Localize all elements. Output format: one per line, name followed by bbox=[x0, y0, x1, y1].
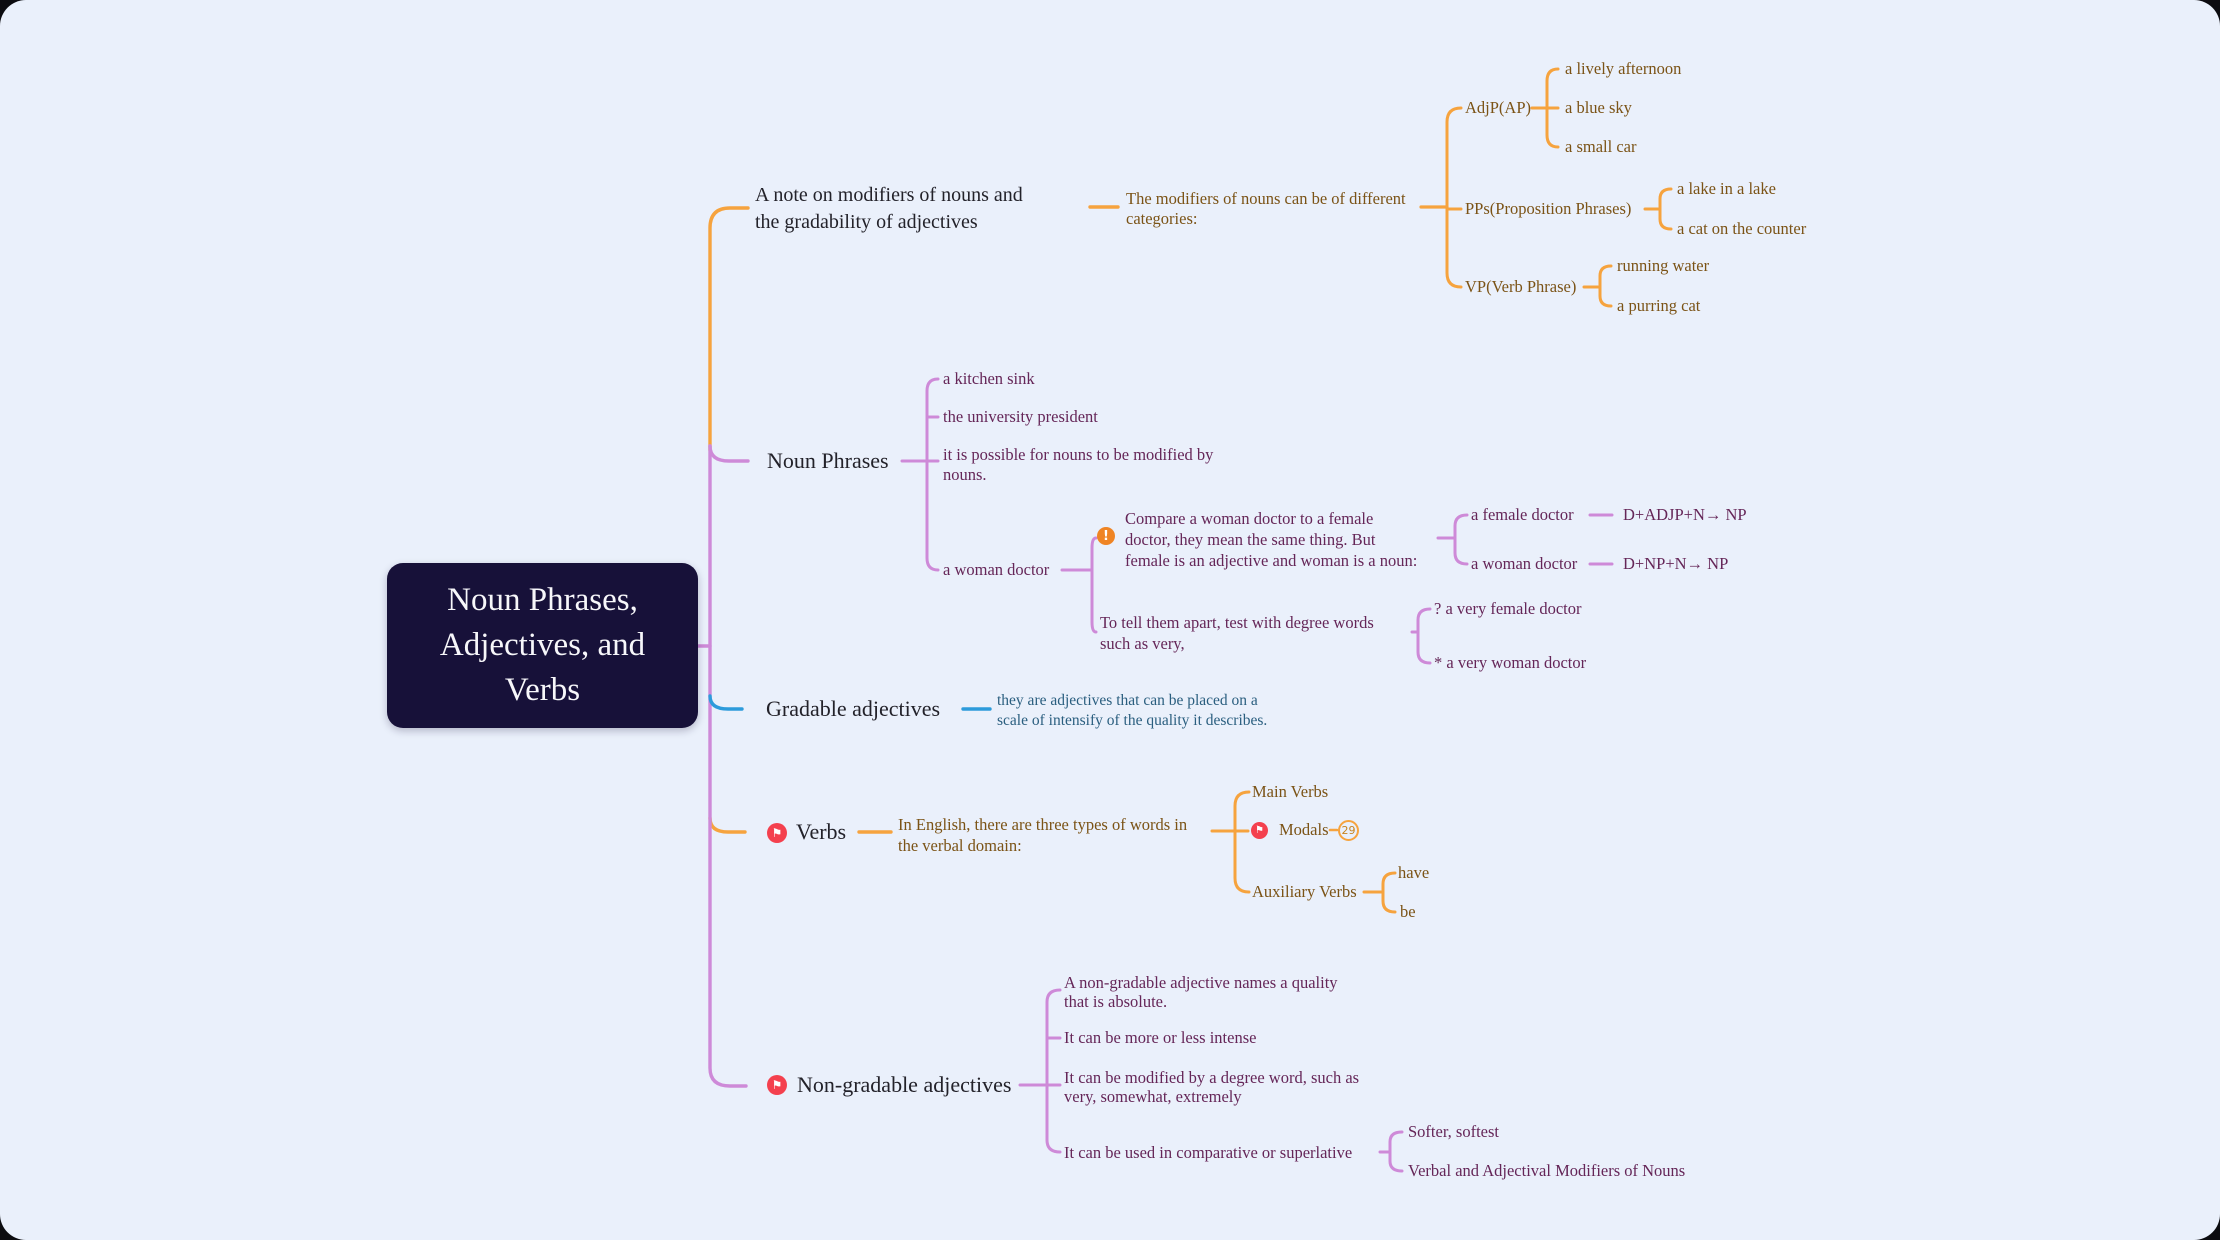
node-lake-in-lake[interactable]: a lake in a lake bbox=[1677, 179, 1776, 198]
root-node[interactable]: Noun Phrases, Adjectives, and Verbs bbox=[387, 563, 698, 728]
node-formula-adjp[interactable]: D+ADJP+N→ NP bbox=[1623, 505, 1747, 524]
node-verbal-adjectival-modifiers[interactable]: Verbal and Adjectival Modifiers of Nouns bbox=[1408, 1161, 1686, 1180]
node-adjp[interactable]: AdjP(AP) bbox=[1465, 98, 1532, 117]
node-nouns-modified-by-nouns[interactable]: it is possible for nouns to be modified … bbox=[943, 445, 1214, 484]
branch-verbs[interactable]: Verbs bbox=[796, 819, 847, 844]
node-compare-woman-female[interactable]: Compare a woman doctor to a female docto… bbox=[1125, 509, 1418, 570]
node-more-less-intense[interactable]: It can be more or less intense bbox=[1064, 1028, 1257, 1047]
node-modals[interactable]: Modals bbox=[1279, 820, 1329, 839]
node-lively-afternoon[interactable]: a lively afternoon bbox=[1565, 59, 1682, 78]
wire-nounphrases-elbow bbox=[708, 444, 750, 463]
node-gradable-definition[interactable]: they are adjectives that can be placed o… bbox=[997, 692, 1268, 729]
node-university-president[interactable]: the university president bbox=[943, 407, 1098, 426]
node-purring-cat[interactable]: a purring cat bbox=[1617, 296, 1701, 315]
wire-nounphrases-bracket bbox=[900, 377, 940, 572]
node-vp[interactable]: VP(Verb Phrase) bbox=[1465, 277, 1577, 296]
warning-icon: ! bbox=[1097, 527, 1115, 545]
node-woman-doctor-2[interactable]: a woman doctor bbox=[1471, 554, 1578, 573]
root-node-label: Noun Phrases, Adjectives, and Verbs bbox=[439, 582, 646, 708]
node-comparative-superlative[interactable]: It can be used in comparative or superla… bbox=[1064, 1143, 1353, 1162]
branch-gradable-adjectives[interactable]: Gradable adjectives bbox=[766, 696, 941, 721]
wire-spine-top bbox=[708, 206, 750, 452]
branch-noun-phrases[interactable]: Noun Phrases bbox=[767, 448, 889, 473]
node-kitchen-sink[interactable]: a kitchen sink bbox=[943, 369, 1035, 388]
wire-adjp-bracket bbox=[1530, 67, 1560, 149]
modals-count-badge[interactable]: 29 bbox=[1338, 820, 1359, 841]
node-woman-doctor[interactable]: a woman doctor bbox=[943, 560, 1050, 579]
wires-orange bbox=[708, 67, 1673, 914]
node-main-verbs[interactable]: Main Verbs bbox=[1252, 782, 1329, 801]
node-pps[interactable]: PPs(Proposition Phrases) bbox=[1465, 199, 1632, 218]
node-auxiliary-verbs[interactable]: Auxiliary Verbs bbox=[1252, 882, 1357, 901]
flag-glyph: ⚑ bbox=[771, 826, 783, 840]
wire-gradable-elbow bbox=[708, 694, 744, 711]
branch-non-gradable[interactable]: Non-gradable adjectives bbox=[797, 1072, 1012, 1097]
node-blue-sky[interactable]: a blue sky bbox=[1565, 98, 1632, 117]
wire-verbs-elbow bbox=[708, 816, 747, 834]
warning-glyph: ! bbox=[1103, 528, 1109, 544]
wires-blue bbox=[708, 694, 992, 711]
wires-orchid bbox=[696, 377, 1614, 1173]
node-softer-softest[interactable]: Softer, softest bbox=[1408, 1122, 1499, 1141]
flag-icon-verbs: ⚑ bbox=[767, 823, 787, 843]
node-three-types-verbal[interactable]: In English, there are three types of wor… bbox=[898, 815, 1188, 855]
node-tell-apart-degree-words[interactable]: To tell them apart, test with degree wor… bbox=[1100, 613, 1374, 653]
node-have[interactable]: have bbox=[1398, 863, 1430, 882]
node-small-car[interactable]: a small car bbox=[1565, 137, 1637, 156]
node-absolute-quality[interactable]: A non-gradable adjective names a quality… bbox=[1064, 973, 1338, 1011]
wire-vp-bracket bbox=[1582, 264, 1613, 308]
wire-totell-bracket bbox=[1410, 607, 1432, 665]
wire-spine-main bbox=[708, 444, 748, 1088]
node-formula-np[interactable]: D+NP+N→ NP bbox=[1623, 554, 1729, 573]
wire-verbs-bracket bbox=[1210, 790, 1251, 894]
wire-aux-bracket bbox=[1362, 871, 1397, 914]
wire-pps-bracket bbox=[1643, 187, 1673, 231]
flag-icon-non-gradable: ⚑ bbox=[767, 1075, 787, 1095]
flag-icon-modals: ⚑ bbox=[1251, 822, 1268, 839]
wire-categories-bracket bbox=[1445, 106, 1463, 289]
flag-glyph: ⚑ bbox=[1255, 825, 1264, 836]
node-very-woman-doctor[interactable]: * a very woman doctor bbox=[1434, 653, 1587, 672]
node-very-female-doctor[interactable]: ? a very female doctor bbox=[1434, 599, 1582, 618]
wire-superlative-bracket bbox=[1378, 1130, 1404, 1173]
branch-note-on-modifiers[interactable]: A note on modifiers of nouns and the gra… bbox=[755, 184, 1023, 233]
node-cat-on-counter[interactable]: a cat on the counter bbox=[1677, 219, 1807, 238]
node-female-doctor[interactable]: a female doctor bbox=[1471, 505, 1574, 524]
flag-glyph: ⚑ bbox=[771, 1078, 783, 1092]
node-be[interactable]: be bbox=[1400, 902, 1416, 921]
node-modifiers-categories[interactable]: The modifiers of nouns can be of differe… bbox=[1126, 189, 1406, 228]
wire-compare-bracket bbox=[1436, 513, 1469, 566]
node-running-water[interactable]: running water bbox=[1617, 256, 1710, 275]
wire-womandoctor-bracket bbox=[1060, 536, 1098, 634]
node-degree-word[interactable]: It can be modified by a degree word, suc… bbox=[1064, 1068, 1360, 1106]
wire-nongradable-bracket bbox=[1018, 988, 1062, 1154]
